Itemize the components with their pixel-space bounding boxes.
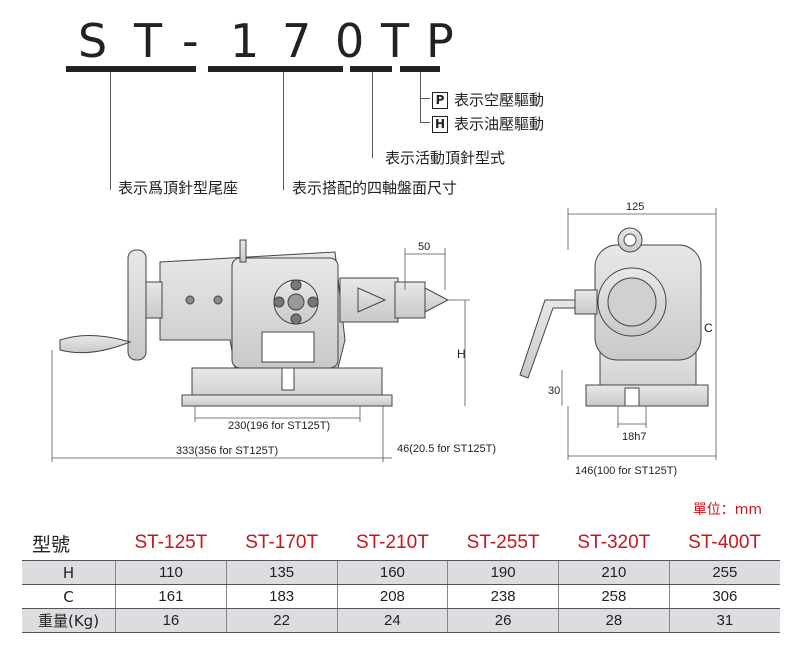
front-view-quill xyxy=(607,277,657,327)
row-label: H xyxy=(22,560,116,585)
table-cell: 183 xyxy=(225,584,338,609)
model-char: S xyxy=(78,14,108,68)
front-view-key xyxy=(624,387,640,407)
code-box-p: P xyxy=(432,92,448,109)
table-row: 重量(Kg) 16 22 24 26 28 31 xyxy=(22,608,780,633)
model-header: ST-320T xyxy=(577,532,651,553)
dim-label-46: 46(20.5 for ST125T) xyxy=(397,443,496,455)
model-header: ST-255T xyxy=(466,532,540,553)
leader-line xyxy=(110,72,111,190)
model-char: P xyxy=(426,14,454,68)
table-row: H 110 135 160 190 210 255 xyxy=(22,560,780,585)
front-view-eyebolt-hole xyxy=(623,233,637,247)
segment-bar-prefix xyxy=(66,66,196,72)
hole xyxy=(290,313,302,325)
hole xyxy=(213,295,223,305)
front-view-foot xyxy=(585,384,709,407)
leader-line xyxy=(420,122,430,123)
segment-bar-type xyxy=(350,66,392,72)
front-view-clamp-lever xyxy=(519,299,576,379)
hole xyxy=(287,293,305,311)
table-cell: 190 xyxy=(447,560,559,585)
row-label: 重量(Kg) xyxy=(22,608,116,633)
leader-line xyxy=(372,72,373,158)
dim-label-125: 125 xyxy=(626,201,644,213)
code-box-h: H xyxy=(432,116,448,133)
tailstock-note: 表示爲頂針型尾座 xyxy=(118,179,239,197)
dim-label-50: 50 xyxy=(418,241,430,253)
model-header: ST-210T xyxy=(355,532,429,553)
model-char: 1 xyxy=(230,14,260,68)
side-view-inner-tip xyxy=(357,287,387,313)
table-header-label: 型號 xyxy=(32,533,71,556)
leader-line xyxy=(420,98,430,99)
model-header: ST-125T xyxy=(134,532,208,553)
hole xyxy=(290,279,302,291)
dim-label-18h7: 18h7 xyxy=(622,431,646,443)
row-label: C xyxy=(22,584,116,609)
model-char: T xyxy=(134,14,163,68)
table-header-row: 型號 ST-125T ST-170T ST-210T ST-255T ST-32… xyxy=(22,526,780,561)
model-char: - xyxy=(182,14,199,68)
table-cell: 28 xyxy=(557,608,670,633)
spec-table: 型號 ST-125T ST-170T ST-210T ST-255T ST-32… xyxy=(22,526,780,633)
side-view-slot xyxy=(281,367,295,391)
side-view-lock-lever xyxy=(239,239,247,263)
side-view-foot xyxy=(181,394,393,407)
model-char: 7 xyxy=(282,14,312,68)
table-cell: 16 xyxy=(115,608,227,633)
table-cell: 22 xyxy=(225,608,338,633)
front-view-boss xyxy=(574,289,598,315)
tailstock-drawing: 50 H 230(196 for ST125T) 333(356 for ST1… xyxy=(51,201,717,477)
hole xyxy=(185,295,195,305)
table-cell: 238 xyxy=(447,584,559,609)
chuck-size-note: 表示搭配的四軸盤面尺寸 xyxy=(292,179,458,197)
table-cell: 258 xyxy=(557,584,670,609)
table-row: C 161 183 208 238 258 306 xyxy=(22,584,780,609)
side-view-nameplate xyxy=(261,331,315,363)
dim-label-146: 146(100 for ST125T) xyxy=(575,465,677,477)
dim-label-230: 230(196 for ST125T) xyxy=(228,420,330,432)
model-header: ST-400T xyxy=(688,532,762,553)
table-cell: 110 xyxy=(115,560,227,585)
table-cell: 161 xyxy=(115,584,227,609)
dim-label-30: 30 xyxy=(548,385,560,397)
table-cell: 306 xyxy=(668,584,780,609)
side-view-live-center-body xyxy=(394,281,426,319)
side-view-center-tip xyxy=(424,287,450,313)
table-cell: 255 xyxy=(668,560,780,585)
table-cell: 160 xyxy=(336,560,448,585)
hole xyxy=(273,296,285,308)
dim-label-h: H xyxy=(457,347,466,361)
table-cell: 31 xyxy=(668,608,780,633)
segment-bar-drive xyxy=(400,66,440,72)
leader-line xyxy=(420,72,421,122)
dim-label-c: C xyxy=(704,321,713,335)
side-view-handle xyxy=(59,334,132,354)
model-char: T xyxy=(381,14,410,68)
table-cell: 210 xyxy=(557,560,670,585)
hole xyxy=(307,296,319,308)
unit-label: 單位：mm xyxy=(692,502,762,518)
live-center-note: 表示活動頂針型式 xyxy=(385,149,506,167)
dim-label-333: 333(356 for ST125T) xyxy=(176,445,278,457)
table-cell: 135 xyxy=(225,560,338,585)
table-cell: 24 xyxy=(336,608,448,633)
table-cell: 208 xyxy=(336,584,448,609)
model-char: 0 xyxy=(335,14,365,68)
model-code-title: S T - 1 7 0 T P xyxy=(60,14,460,68)
leader-line xyxy=(283,72,284,190)
segment-bar-size xyxy=(208,66,343,72)
table-cell: 26 xyxy=(447,608,559,633)
side-view-handwheel xyxy=(127,249,147,361)
model-header: ST-170T xyxy=(245,532,319,553)
